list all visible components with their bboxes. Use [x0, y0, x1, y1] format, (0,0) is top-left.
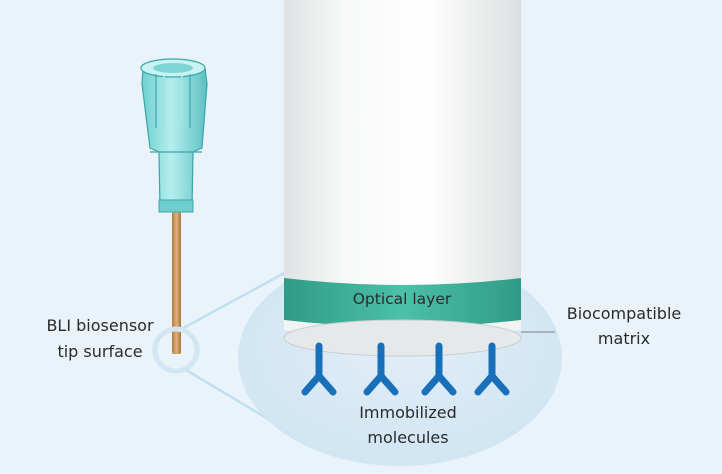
tip-bottom-face [283, 319, 522, 357]
molecule [363, 342, 399, 396]
immobilized-molecules [301, 342, 510, 396]
matrix-label-line2: matrix [598, 329, 650, 348]
tip-focus-circle [152, 326, 200, 374]
molecule [474, 342, 510, 396]
molecules-label-line1: Immobilized [359, 403, 457, 422]
molecule [301, 342, 337, 396]
optical-layer-label: Optical layer [353, 290, 452, 308]
molecules-label-line2: molecules [367, 428, 448, 447]
probe-label-line1: BLI biosensor [46, 316, 154, 335]
optical-layer-band [284, 278, 521, 327]
molecule [421, 342, 457, 396]
probe-head [141, 67, 208, 211]
biosensor-probe [140, 58, 208, 354]
matrix-label-line1: Biocompatible [567, 304, 682, 323]
probe-label-line2: tip surface [57, 342, 142, 361]
tip-cylinder-body [284, 0, 521, 290]
probe-rod [172, 212, 181, 354]
magnified-tip [283, 0, 522, 357]
